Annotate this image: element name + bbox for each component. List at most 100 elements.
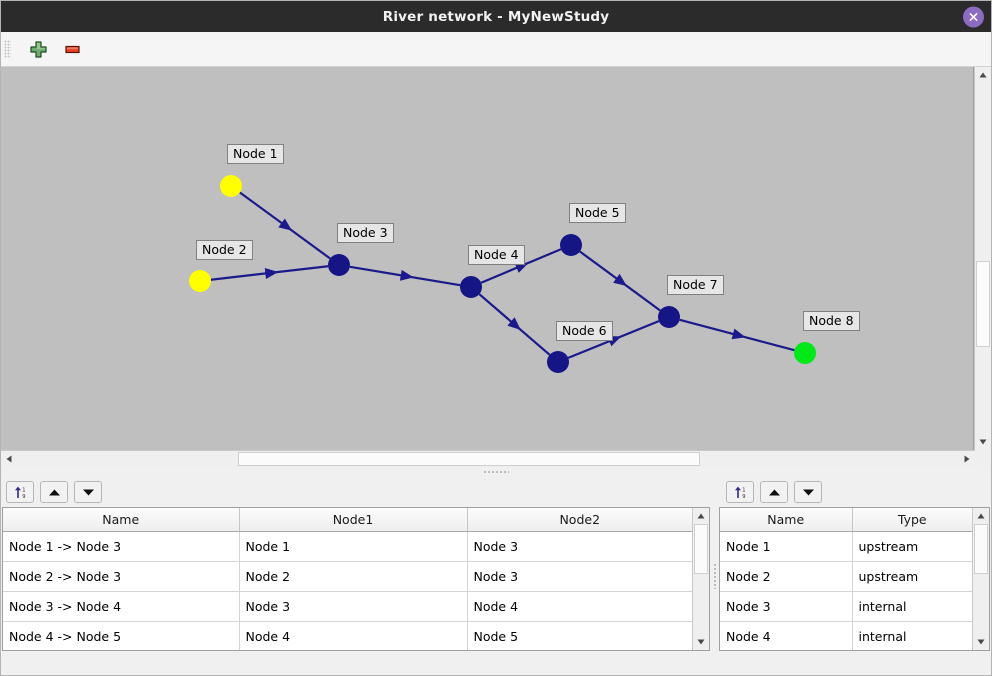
table-cell[interactable]: upstream: [852, 561, 972, 592]
table-cell[interactable]: Node 3: [467, 561, 692, 592]
graph-node-node-2[interactable]: [189, 270, 211, 292]
graph-node-label-node-1[interactable]: Node 1: [227, 144, 284, 165]
table-cell[interactable]: Node 4: [720, 621, 853, 650]
move-up-button[interactable]: [40, 481, 68, 503]
sort-button[interactable]: 1 9: [726, 481, 754, 503]
scroll-down-icon[interactable]: [693, 634, 709, 650]
column-header-name[interactable]: Name: [720, 508, 853, 532]
graph-node-node-5[interactable]: [560, 234, 582, 256]
reaches-vscroll-thumb[interactable]: [694, 524, 708, 574]
graph-node-node-4[interactable]: [460, 276, 482, 298]
nodes-vscroll-thumb[interactable]: [974, 524, 988, 574]
edge-arrow-icon: [731, 328, 746, 340]
canvas-vertical-scrollbar[interactable]: [974, 67, 991, 450]
canvas-vscroll-track[interactable]: [975, 83, 991, 434]
graph-node-label-node-8[interactable]: Node 8: [803, 311, 860, 332]
toolbar-grip[interactable]: [4, 40, 11, 58]
canvas-hscroll-thumb[interactable]: [238, 452, 700, 466]
edge-arrow-icon: [278, 218, 293, 231]
scroll-down-icon[interactable]: [973, 634, 989, 650]
table-cell[interactable]: Node 2: [720, 561, 853, 592]
canvas-horizontal-scrollbar[interactable]: [1, 450, 975, 467]
network-graph: [189, 175, 816, 373]
move-down-button[interactable]: [794, 481, 822, 503]
main-toolbar: [1, 32, 991, 67]
column-header-type[interactable]: Type: [852, 508, 972, 532]
column-header-node1[interactable]: Node1: [239, 508, 468, 532]
reaches-pane: 1 9: [1, 477, 711, 675]
table-cell[interactable]: Node 4: [467, 591, 692, 622]
graph-node-node-6[interactable]: [547, 351, 569, 373]
move-down-button[interactable]: [74, 481, 102, 503]
table-cell[interactable]: Node 1: [239, 531, 468, 562]
canvas-vscroll-thumb[interactable]: [976, 261, 990, 347]
graph-node-label-node-7[interactable]: Node 7: [667, 275, 724, 296]
close-icon[interactable]: [963, 6, 984, 27]
graph-node-node-7[interactable]: [658, 306, 680, 328]
table-cell[interactable]: Node 5: [467, 621, 692, 650]
scroll-right-icon[interactable]: [959, 451, 975, 467]
graph-node-label-node-3[interactable]: Node 3: [337, 223, 394, 244]
add-node-button[interactable]: [25, 36, 51, 62]
horizontal-splitter[interactable]: [1, 467, 991, 477]
graph-node-node-3[interactable]: [328, 254, 350, 276]
minus-icon: [64, 45, 80, 53]
scroll-up-icon[interactable]: [975, 67, 991, 83]
table-cell[interactable]: Node 2: [239, 561, 468, 592]
splitter-grip: [483, 470, 509, 474]
table-cell[interactable]: Node 2 -> Node 3: [3, 561, 240, 592]
vertical-splitter[interactable]: [711, 477, 718, 675]
move-up-button[interactable]: [760, 481, 788, 503]
table-cell[interactable]: internal: [852, 621, 972, 650]
scroll-up-icon[interactable]: [693, 508, 709, 524]
table-cell[interactable]: Node 1 -> Node 3: [3, 531, 240, 562]
table-cell[interactable]: Node 3: [720, 591, 853, 622]
plus-icon: [29, 40, 47, 58]
table-cell[interactable]: upstream: [852, 531, 972, 562]
edge-arrow-icon: [399, 269, 414, 281]
graph-node-node-1[interactable]: [220, 175, 242, 197]
column-header-name[interactable]: Name: [3, 508, 240, 532]
table-cell[interactable]: internal: [852, 591, 972, 622]
table-cell[interactable]: Node 3 -> Node 4: [3, 591, 240, 622]
reaches-vscroll-track[interactable]: [693, 524, 709, 634]
table-cell[interactable]: Node 4 -> Node 5: [3, 621, 240, 650]
graph-node-label-node-6[interactable]: Node 6: [556, 321, 613, 342]
table-cell[interactable]: Node 1: [720, 531, 853, 562]
table-cell[interactable]: Node 4: [239, 621, 468, 650]
graph-node-label-node-2[interactable]: Node 2: [196, 240, 253, 261]
table-cell[interactable]: Node 3: [239, 591, 468, 622]
network-canvas[interactable]: Node 1 Node 2 Node 3 Node 4 Node 5 Node 6 Node…: [1, 67, 974, 450]
graph-node-node-8[interactable]: [794, 342, 816, 364]
sort-icon: 1 9: [734, 486, 745, 499]
svg-text:9: 9: [22, 493, 25, 499]
window-title: River network - MyNewStudy: [382, 8, 610, 25]
canvas-hscroll-track[interactable]: [17, 451, 959, 467]
scroll-left-icon[interactable]: [1, 451, 17, 467]
sort-button[interactable]: 1 9: [6, 481, 34, 503]
graph-node-label-node-5[interactable]: Node 5: [569, 203, 626, 224]
nodes-vertical-scrollbar[interactable]: [972, 508, 989, 650]
scroll-down-icon[interactable]: [975, 434, 991, 450]
column-header-node2[interactable]: Node2: [467, 508, 692, 532]
graph-node-label-node-4[interactable]: Node 4: [468, 245, 525, 266]
reaches-vertical-scrollbar[interactable]: [692, 508, 709, 650]
delete-node-button[interactable]: [59, 36, 85, 62]
table-cell[interactable]: Node 3: [467, 531, 692, 562]
nodes-vscroll-track[interactable]: [973, 524, 989, 634]
scroll-up-icon[interactable]: [973, 508, 989, 524]
network-diagram-panel: Node 1 Node 2 Node 3 Node 4 Node 5 Node 6 Node…: [1, 67, 991, 467]
